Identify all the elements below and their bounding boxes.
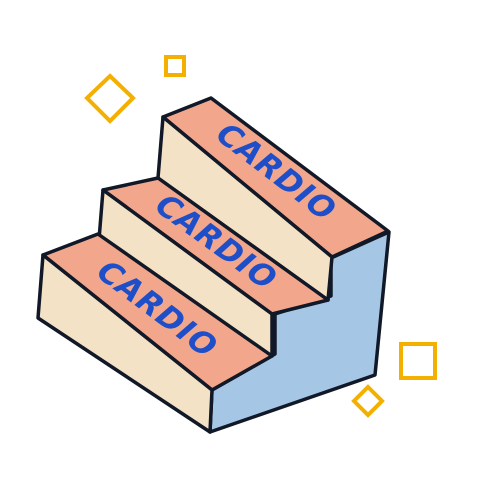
sparkles bbox=[84, 55, 437, 418]
diamond-sparkle-large bbox=[84, 73, 136, 124]
square-sparkle-right bbox=[399, 342, 437, 380]
step-3-front bbox=[36, 253, 214, 434]
square-sparkle-small bbox=[164, 55, 186, 77]
diamond-sparkle-bottom bbox=[351, 384, 385, 418]
